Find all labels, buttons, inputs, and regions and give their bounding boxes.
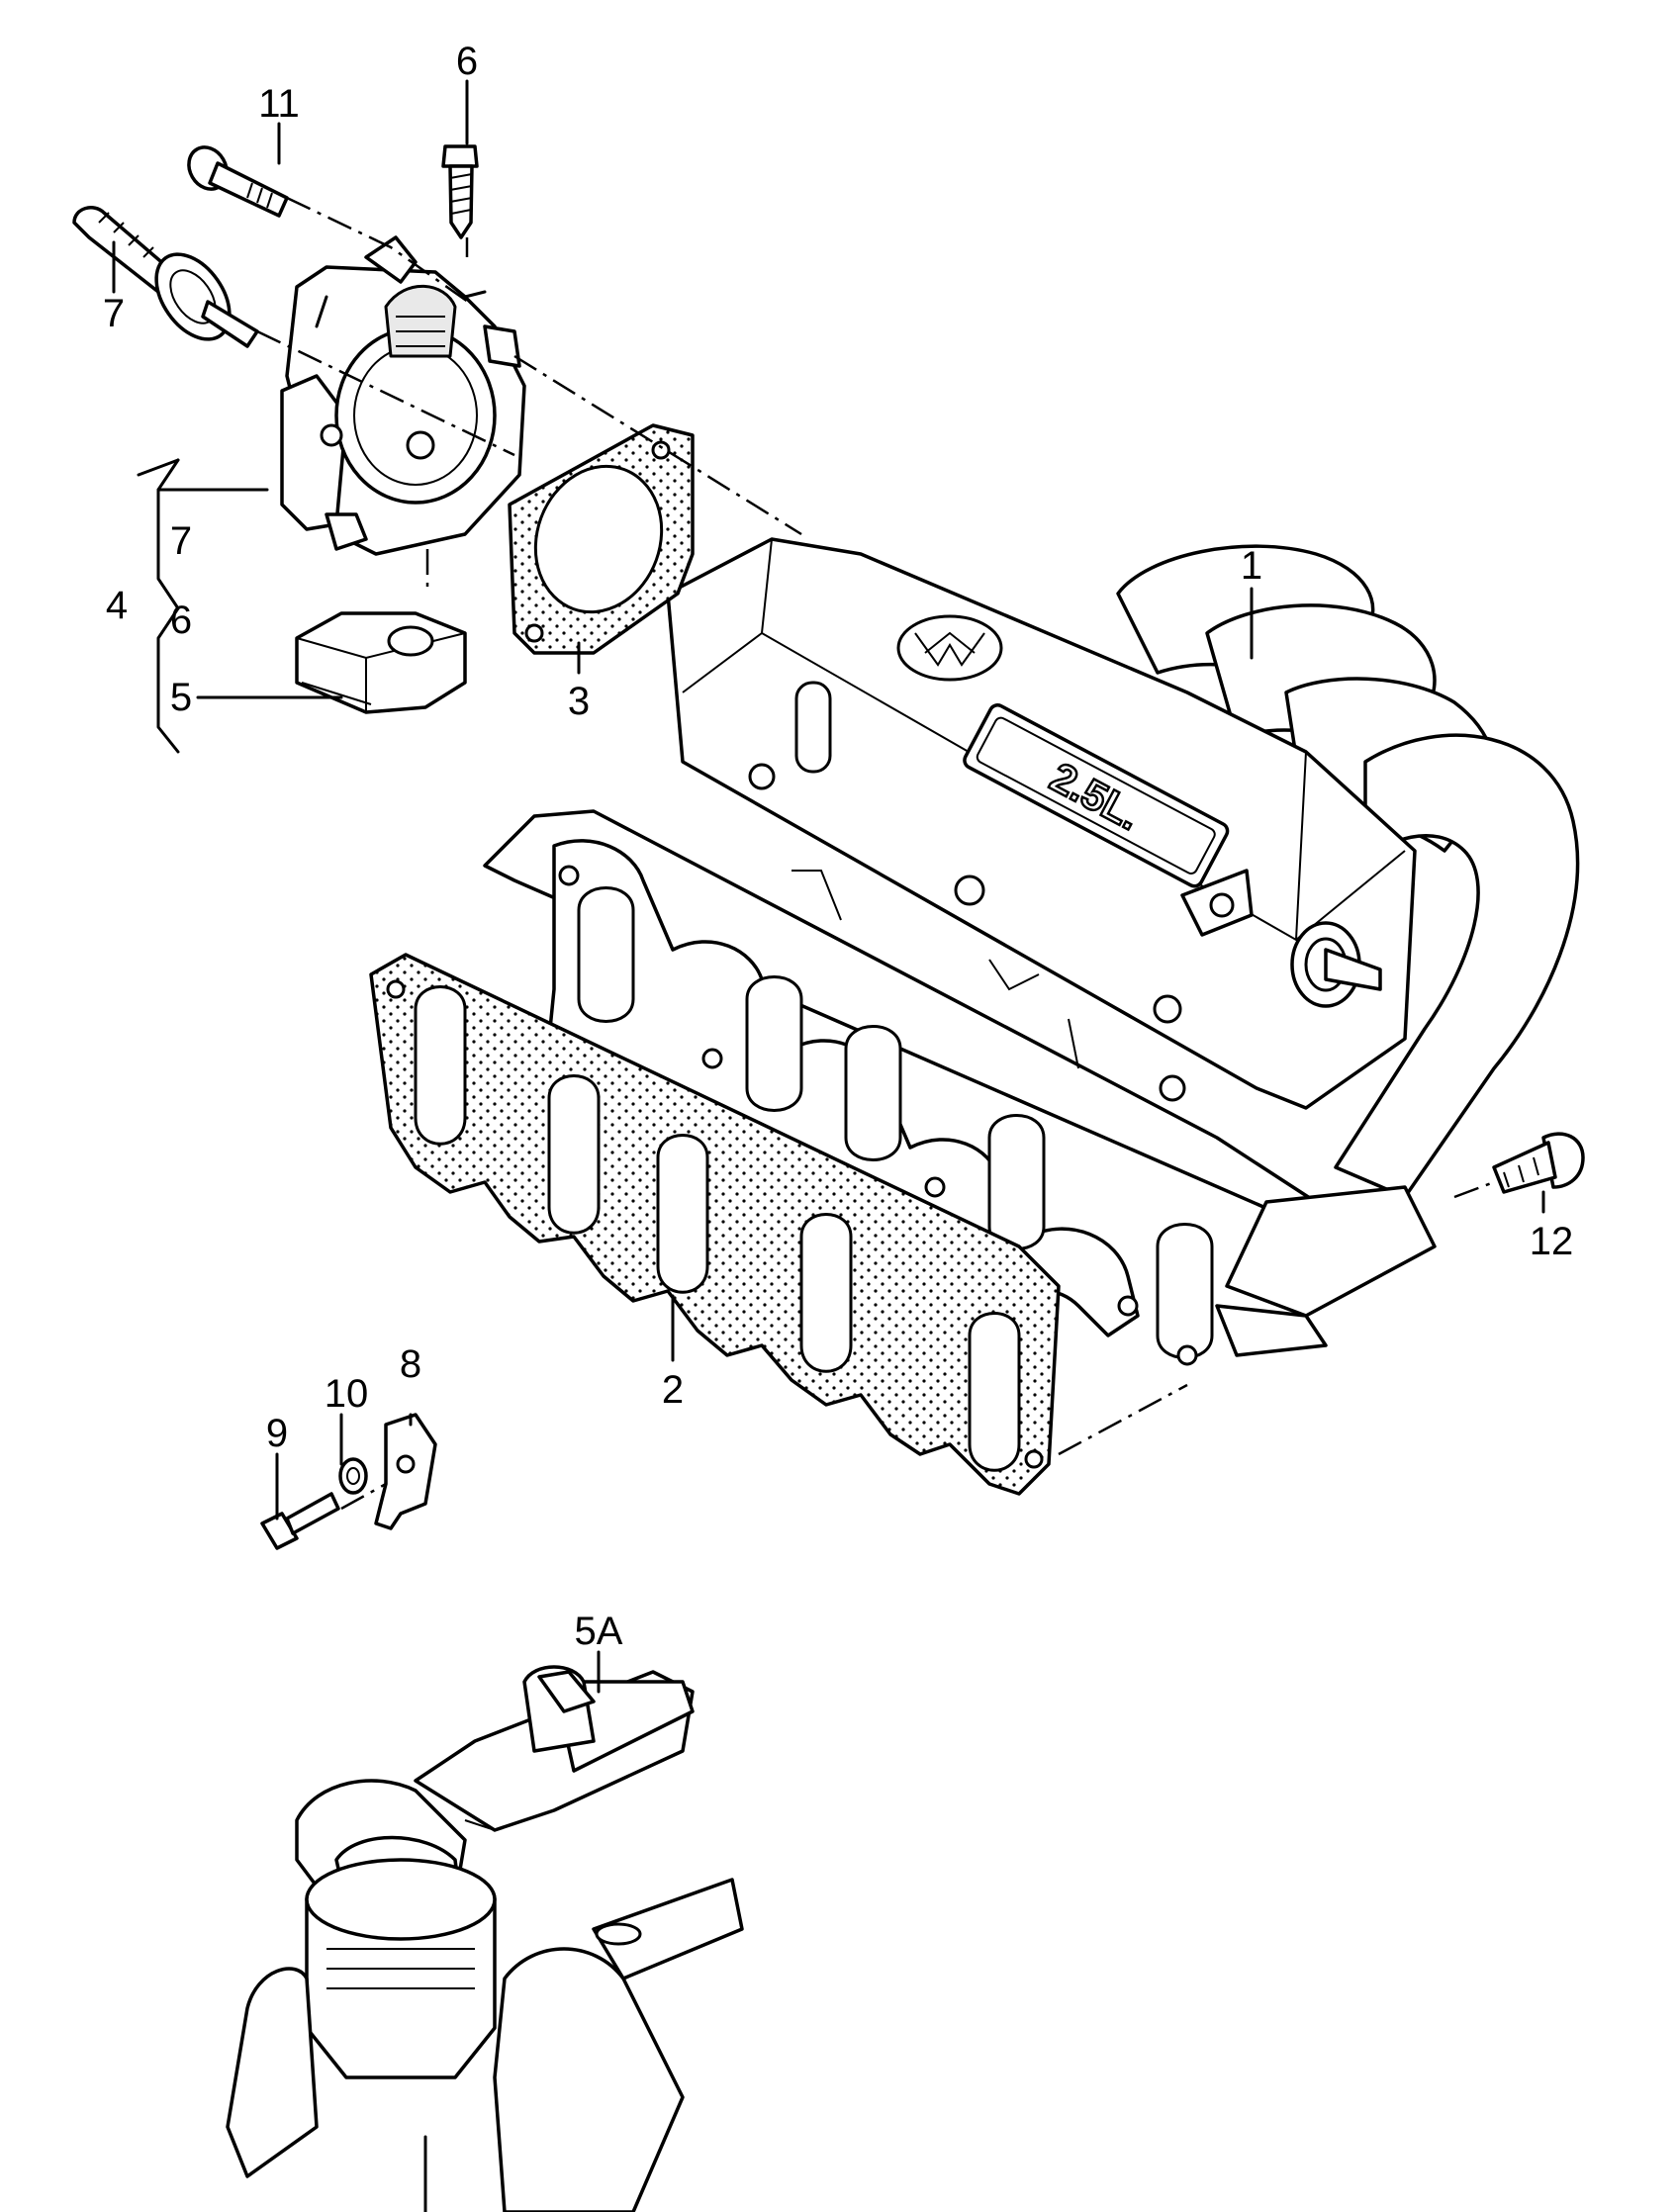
intake-manifold: 2.5L. [483, 537, 1580, 1357]
assembly-lines [256, 196, 1495, 1511]
vw-logo-icon [896, 614, 1003, 682]
washer-10 [338, 1457, 368, 1495]
port [844, 1025, 902, 1161]
callout-7-bracket: 7 [170, 519, 192, 563]
bolt-11 [187, 145, 289, 218]
port [1156, 1223, 1214, 1359]
callout-8: 8 [400, 1342, 421, 1386]
callout-4: 4 [106, 584, 128, 627]
throttle-body-gasket [508, 423, 695, 655]
callout-6-bracket: 6 [170, 599, 192, 642]
callout-labels: 1 2 3 4 5 5A 6 6 7 7 8 9 10 11 12 [103, 40, 1573, 1653]
port [745, 975, 803, 1112]
callout-9: 9 [266, 1412, 288, 1455]
detail-5a-inset [226, 1665, 744, 2212]
throttle-body [280, 235, 526, 556]
port [987, 1114, 1046, 1250]
screw-6 [441, 144, 479, 239]
bracket-8 [374, 1413, 437, 1530]
callout-5a: 5A [575, 1610, 623, 1653]
callout-10: 10 [325, 1372, 369, 1416]
callout-3: 3 [568, 680, 590, 723]
port [577, 886, 635, 1023]
manifold-gasket [369, 953, 1061, 1496]
callout-1: 1 [1241, 544, 1262, 588]
callout-11: 11 [258, 82, 300, 126]
throttle-position-sensor [295, 611, 467, 714]
bolt-12 [1492, 1132, 1585, 1194]
callout-12: 12 [1530, 1220, 1574, 1263]
leader-lines [112, 79, 1545, 1694]
callout-2: 2 [662, 1368, 684, 1412]
callout-6-top: 6 [456, 40, 478, 83]
idle-stabilizer-valve [72, 206, 259, 348]
callout-7-left: 7 [103, 292, 125, 335]
manifold-badge: 2.5L. [963, 703, 1230, 888]
callout-5: 5 [170, 676, 192, 719]
bolt-9 [260, 1492, 340, 1550]
